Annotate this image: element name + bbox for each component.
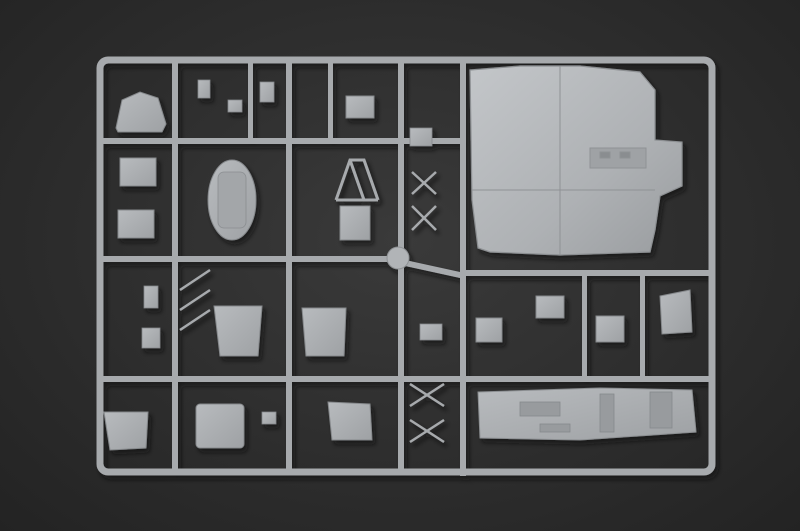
wing-panel-details: [472, 66, 655, 255]
sprue-frame-group: [96, 56, 716, 476]
grid-part: [595, 315, 625, 343]
sprue-runners: [100, 60, 710, 476]
box-part-2: [117, 209, 155, 239]
bulkhead-part-1: [213, 305, 263, 357]
hood-part-bottom: [327, 401, 373, 441]
sprue-frame: [96, 56, 716, 476]
block-part-bottom: [195, 403, 245, 449]
x-struts: [179, 171, 445, 444]
box-part-1: [119, 157, 157, 187]
cockpit-tub-part: [115, 91, 167, 133]
truss-part: [334, 158, 380, 202]
small-parts: [141, 79, 443, 425]
sprue-gate-disc: [386, 246, 410, 270]
bulkhead-part-2: [301, 307, 347, 357]
small-box-part: [345, 95, 375, 119]
floor-deck-details: [519, 391, 673, 433]
seat-part-bottom: [103, 411, 149, 451]
bracket-part-1: [535, 295, 565, 319]
corner-part: [659, 289, 693, 335]
truss-base-part: [339, 205, 371, 241]
bracket-part-2: [475, 317, 503, 343]
floor-deck-part: [477, 387, 697, 441]
wing-panel-part: [469, 65, 683, 256]
